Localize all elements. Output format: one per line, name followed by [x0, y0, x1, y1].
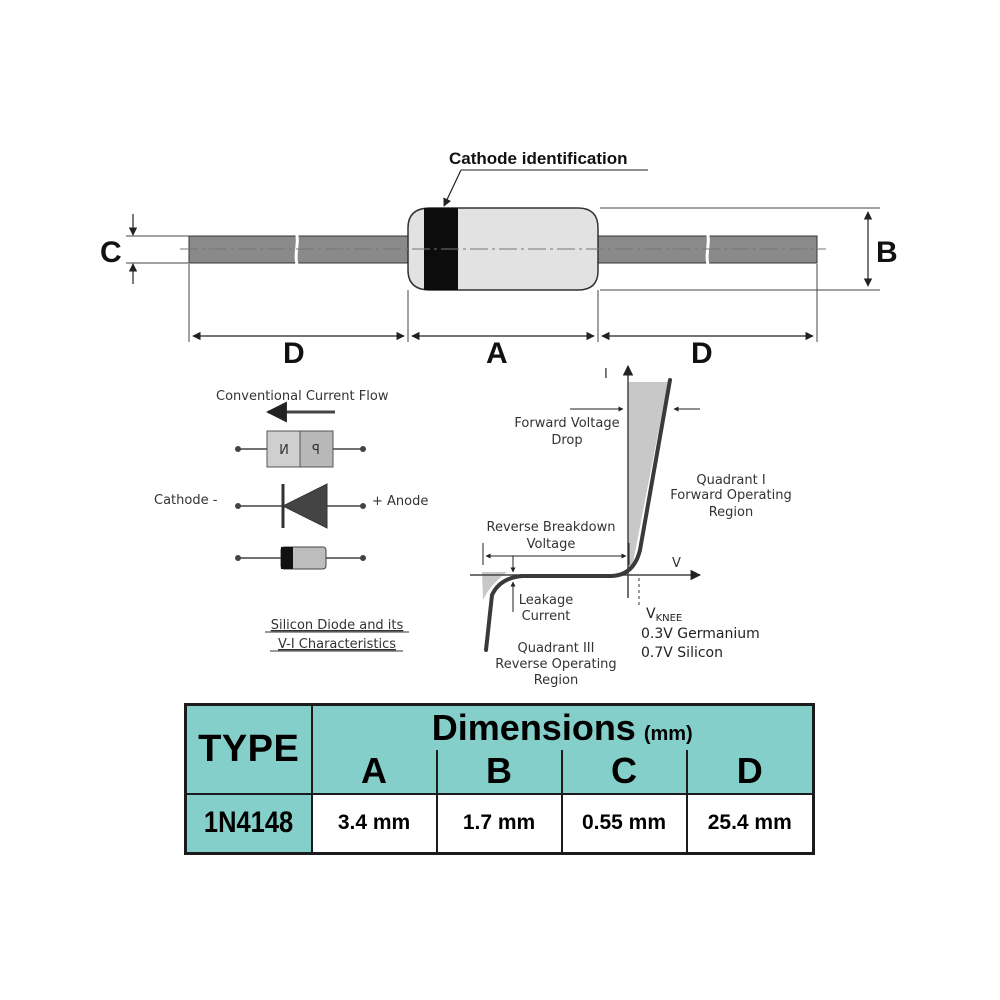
forward-drop-label-1: Forward Voltage — [514, 416, 619, 431]
dimensions-table: TYPE Dimensions (mm) A B C D 1N4148 3.4 m… — [184, 703, 815, 855]
breakdown-label-2: Voltage — [527, 537, 576, 552]
value-d: 25.4 mm — [707, 811, 792, 835]
anode-label: + Anode — [372, 494, 428, 509]
p-label: P — [312, 443, 320, 458]
value-b: 1.7 mm — [462, 811, 536, 835]
vknee-v: V — [646, 606, 656, 622]
dim-label-d-right: D — [691, 337, 713, 370]
dim-label-b: B — [876, 236, 898, 269]
dimensions-header: Dimensions — [431, 706, 636, 748]
dimensions-header-cell: Dimensions (mm) — [310, 703, 815, 750]
germanium-label: 0.3V Germanium — [641, 626, 760, 642]
value-cell-b: 1.7 mm — [435, 792, 563, 855]
dimensions-unit: (mm) — [643, 722, 693, 745]
col-header-c: C — [560, 749, 688, 795]
reverse-shade — [482, 572, 507, 600]
pn-terminal-right — [360, 446, 366, 452]
silicon-label: 0.7V Silicon — [641, 645, 723, 661]
vi-curve: I V Forward Voltage Drop Quadrant I Forw… — [470, 364, 792, 688]
phys-band — [281, 547, 293, 569]
symbol-terminal-left — [235, 503, 241, 509]
type-header: TYPE — [198, 727, 300, 770]
vknee-subscript: KNEE — [656, 613, 683, 624]
breakdown-label-1: Reverse Breakdown — [487, 520, 616, 535]
type-header-cell: TYPE — [184, 703, 313, 795]
table-row: 1N4148 3.4 mm 1.7 mm 0.55 mm 25.4 mm — [184, 792, 815, 855]
package-drawing: Cathode identification B C D A D — [100, 149, 898, 370]
col-header-d-label: D — [736, 750, 763, 791]
n-label: N — [279, 443, 289, 458]
col-header-a-label: A — [361, 750, 387, 791]
col-header-b: B — [435, 749, 563, 795]
value-a: 3.4 mm — [337, 811, 411, 835]
dim-label-d-left: D — [283, 337, 305, 370]
leakage-label-2: Current — [522, 609, 571, 624]
q1-line2: Forward Operating — [670, 488, 791, 503]
axis-label-v: V — [672, 556, 681, 571]
q3-line1: Quadrant III — [518, 641, 595, 656]
col-header-c-label: C — [611, 750, 637, 791]
p-region — [299, 430, 334, 468]
caption-line1: Silicon Diode and its — [271, 618, 404, 633]
type-cell: 1N4148 — [184, 792, 313, 855]
col-header-b-label: B — [486, 750, 512, 791]
q1-line1: Quadrant I — [696, 473, 765, 488]
value-cell-c: 0.55 mm — [560, 792, 688, 855]
value-c: 0.55 mm — [581, 811, 667, 835]
phys-terminal-left — [235, 555, 241, 561]
q3-line3: Region — [534, 673, 579, 688]
diode-symbols: Conventional Current Flow N P Cathode - … — [154, 389, 428, 652]
current-flow-label: Conventional Current Flow — [216, 389, 389, 404]
forward-drop-label-2: Drop — [551, 433, 582, 448]
caption-line2: V-I Characteristics — [278, 637, 396, 652]
cathode-id-label: Cathode identification — [449, 149, 628, 168]
cathode-label: Cathode - — [154, 493, 218, 508]
q1-line3: Region — [709, 505, 754, 520]
dim-label-a: A — [486, 337, 508, 370]
dim-label-c: C — [100, 236, 122, 269]
forward-shade — [628, 382, 668, 572]
col-header-d: D — [685, 749, 815, 795]
leakage-label-1: Leakage — [519, 593, 574, 608]
axis-label-i: I — [604, 367, 608, 382]
q3-line2: Reverse Operating — [495, 657, 616, 672]
phys-terminal-right — [360, 555, 366, 561]
col-header-a: A — [310, 749, 438, 795]
vknee-label: VKNEE — [646, 606, 682, 624]
type-value: 1N4148 — [204, 806, 294, 840]
vi-characteristic-curve — [484, 378, 672, 652]
value-cell-d: 25.4 mm — [685, 792, 815, 855]
cathode-id-leader — [443, 169, 462, 207]
diode-triangle — [281, 483, 328, 529]
value-cell-a: 3.4 mm — [310, 792, 438, 855]
pn-terminal-left — [235, 446, 241, 452]
symbol-terminal-right — [360, 503, 366, 509]
